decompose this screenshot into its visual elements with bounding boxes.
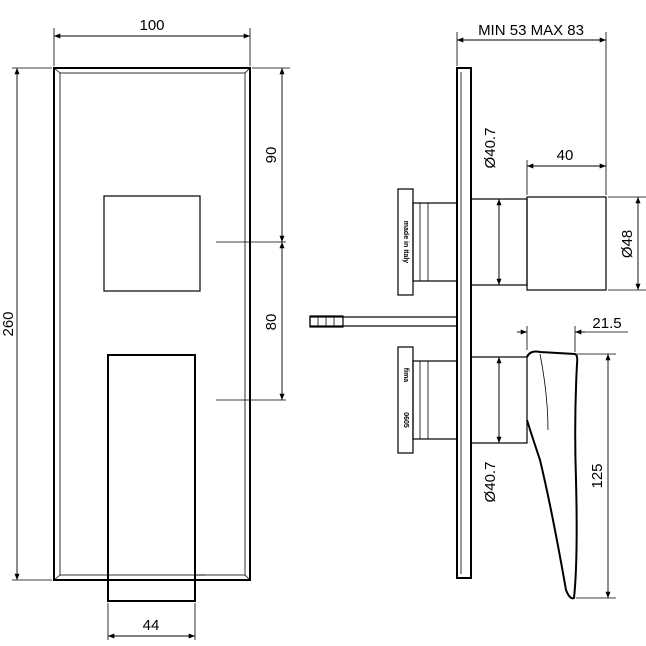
diverter-knob-front <box>103 195 201 292</box>
dim-upper-offset: 90 <box>263 147 280 164</box>
lower-cartridge: fima 0605 <box>397 346 528 454</box>
dim-lever-depth: 21.5 <box>592 315 621 332</box>
mixer-lever-side <box>526 350 579 600</box>
rear-pin <box>309 316 458 327</box>
cover-plate <box>53 67 251 581</box>
dim-thread-upper: Ø40.7 <box>482 128 499 169</box>
cover-plate-inner-edge <box>59 72 246 576</box>
dim-knob-length: 40 <box>557 147 574 164</box>
dim-lever-height: 125 <box>589 463 606 488</box>
upper-cartridge: made in italy <box>397 188 528 296</box>
code-label: 0605 <box>402 412 409 428</box>
mixer-lever-front <box>107 354 196 602</box>
made-in-italy-label: made in italy <box>402 221 409 264</box>
cover-plate-side <box>456 67 472 579</box>
dim-depth-range: MIN 53 MAX 83 <box>478 22 584 39</box>
brand-label: fima <box>402 368 409 383</box>
diverter-knob-side <box>526 196 607 291</box>
side-view: made in italy fima 0605 MIN 53 MAX 83 40 <box>309 22 646 600</box>
dim-lower-offset: 80 <box>263 314 280 331</box>
dim-lever-width: 44 <box>143 617 160 634</box>
dim-plate-height: 260 <box>0 311 17 336</box>
dim-thread-lower: Ø40.7 <box>482 462 499 503</box>
front-view: 100 260 90 80 44 <box>0 17 290 640</box>
dim-plate-width: 100 <box>139 17 164 34</box>
dim-knob-diameter: Ø48 <box>619 230 636 258</box>
